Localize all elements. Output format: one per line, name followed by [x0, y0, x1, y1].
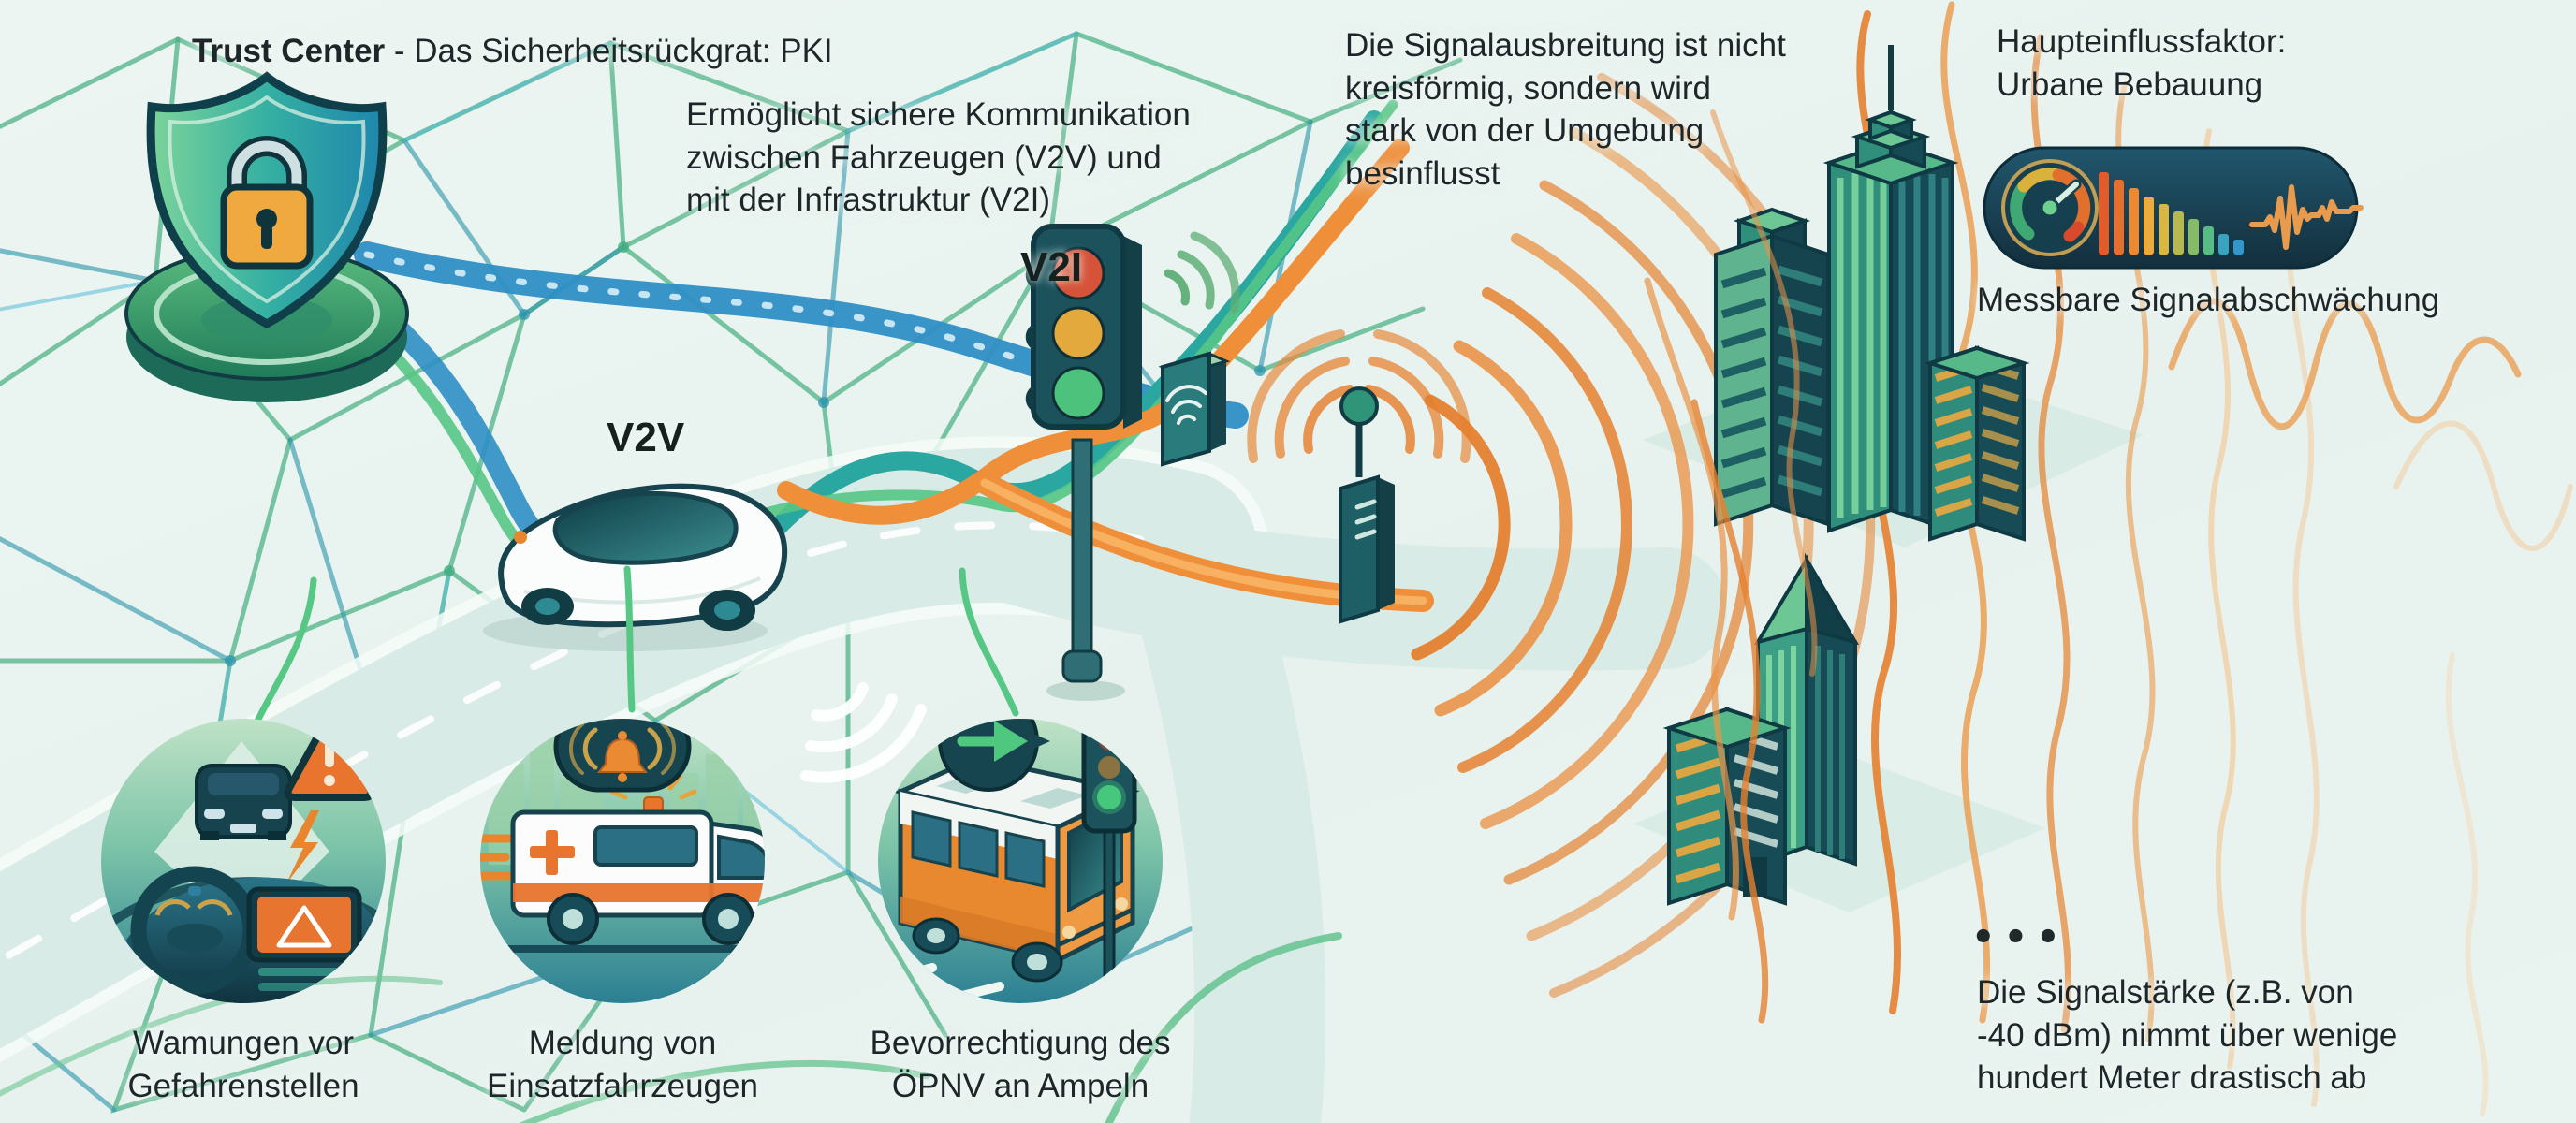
caption-public-transport-priority: Bevorrechtigung des ÖPNV an Ampeln: [870, 1025, 1171, 1104]
lightning-icon: [286, 810, 319, 883]
rsu-antenna-icon: [1339, 386, 1395, 624]
waveform-icon: [2249, 184, 2364, 250]
circle-connectors: [249, 565, 1019, 734]
page-title: Trust Center - Das Sicherheitsrückgrat: …: [192, 30, 833, 73]
bus-traffic-light-priority-icon: [878, 719, 1163, 1003]
car-signal-arcs: [800, 682, 927, 783]
signal-bars-icon: [2099, 172, 2244, 255]
pki-description-text: Ermöglicht sichere Kommunikation zwische…: [686, 96, 1191, 218]
v2i-label: V2I: [1020, 244, 1083, 290]
rsu-cabinet: [1158, 351, 1231, 467]
page-title-bold: Trust Center: [192, 33, 386, 69]
foreground-signal-strands: [1644, 109, 1818, 1024]
page-title-rest: - Das Sicherheitsrückgrat: PKI: [385, 33, 833, 69]
wifi-arcs-icon: [1164, 231, 1240, 314]
signal-strength-text: Die Signalstärke (z.B. von -40 dBm) nimm…: [1977, 974, 2398, 1096]
ambulance-alert-icon: [480, 719, 765, 1003]
city-buildings-lower: [1662, 552, 1860, 906]
shield-lock-icon: [146, 71, 388, 329]
caption-hazard-warnings: Wamungen vor Gefahrenstellen: [127, 1025, 359, 1104]
main-factor-text: Haupteinflussfaktor: Urbane Bebauung: [1997, 23, 2287, 103]
v2v-label: V2V: [607, 415, 685, 460]
gauge-icon: [2001, 159, 2099, 256]
traffic-light-icon: [1025, 224, 1240, 701]
car-ahead: [195, 764, 292, 840]
signal-measurement-badge: [1983, 146, 2364, 270]
trust-center-node: [124, 71, 409, 402]
signal-propagation-text: Die Signalausbreitung ist nicht kreisför…: [1345, 27, 1786, 192]
attenuation-caption: Messbare Signalabschwächung: [1977, 282, 2440, 318]
caption-emergency-vehicles: Meldung von Einsatzfahrzeugen: [487, 1025, 758, 1104]
alert-bell-icon: [553, 719, 692, 793]
city-buildings-top: [1714, 45, 2030, 542]
connected-car: [483, 483, 788, 651]
ellipsis: •••: [1971, 916, 2069, 959]
